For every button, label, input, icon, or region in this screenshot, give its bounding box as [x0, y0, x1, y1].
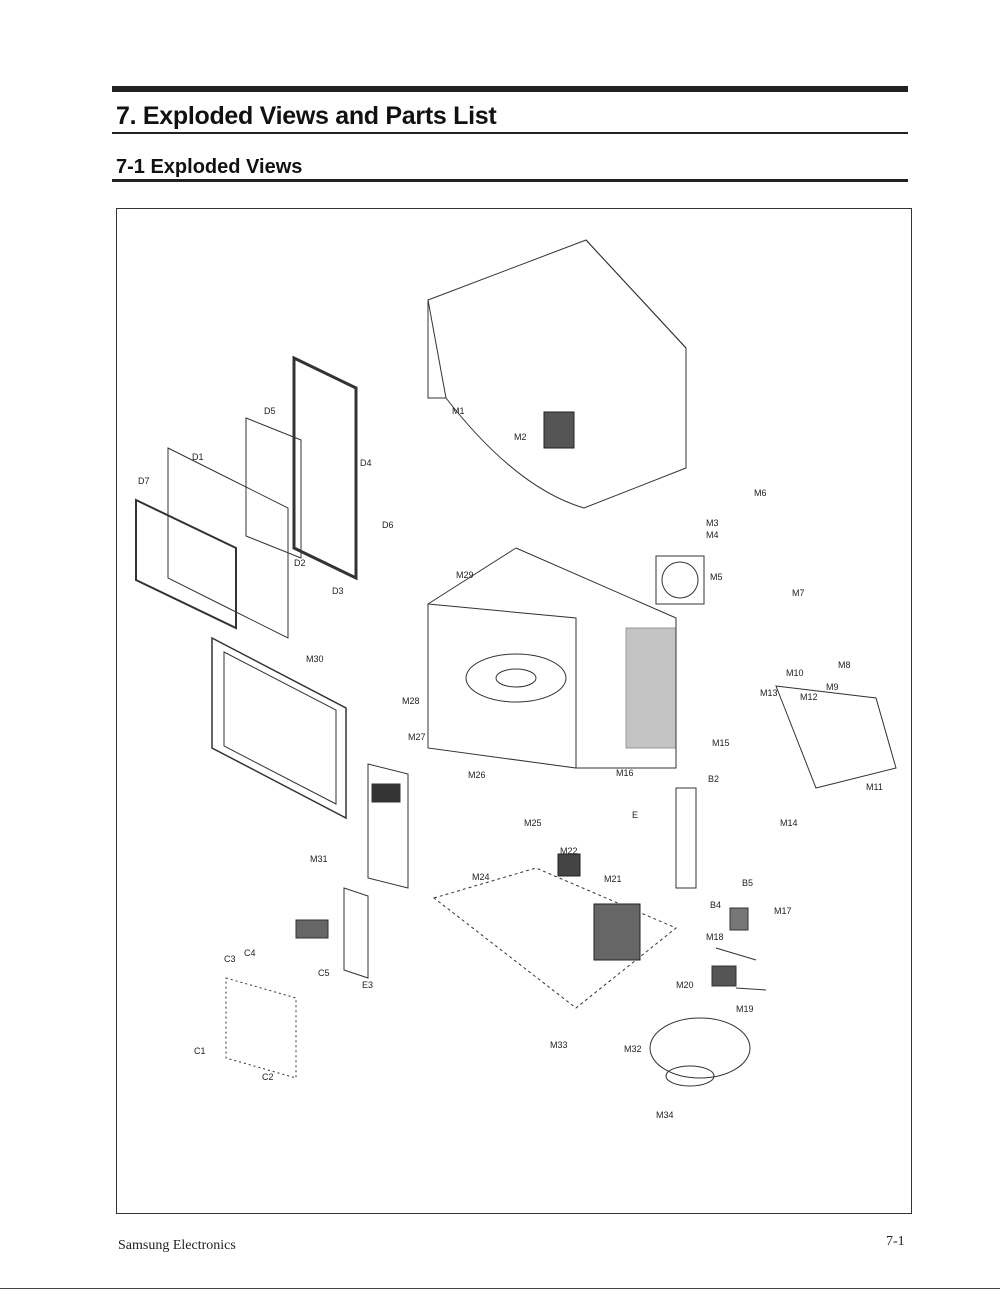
svg-text:B5: B5: [742, 878, 753, 888]
svg-text:M32: M32: [624, 1044, 642, 1054]
svg-text:M9: M9: [826, 682, 839, 692]
right-side-parts: [675, 685, 897, 991]
svg-text:M10: M10: [786, 668, 804, 678]
svg-text:M28: M28: [402, 696, 420, 706]
diagram-frame: [116, 208, 912, 1214]
svg-text:M2: M2: [514, 432, 527, 442]
part-labels: M1 M2 M3 M4 M5 M6 M7 M8 M9 M10 M11 M12 M…: [138, 406, 883, 1120]
svg-text:M16: M16: [616, 768, 634, 778]
svg-text:C1: C1: [194, 1046, 206, 1056]
svg-text:M8: M8: [838, 660, 851, 670]
svg-text:D5: D5: [264, 406, 276, 416]
svg-text:M29: M29: [456, 570, 474, 580]
svg-text:D6: D6: [382, 520, 394, 530]
svg-text:M3: M3: [706, 518, 719, 528]
svg-text:M15: M15: [712, 738, 730, 748]
svg-text:M25: M25: [524, 818, 542, 828]
bottom-rule: [0, 1288, 1000, 1289]
turntable: [649, 1017, 751, 1087]
svg-text:M6: M6: [754, 488, 767, 498]
svg-text:M21: M21: [604, 874, 622, 884]
svg-text:M1: M1: [452, 406, 465, 416]
svg-text:C2: C2: [262, 1072, 274, 1082]
svg-text:M7: M7: [792, 588, 805, 598]
svg-text:M33: M33: [550, 1040, 568, 1050]
control-panel: [225, 763, 409, 1079]
svg-text:M27: M27: [408, 732, 426, 742]
svg-text:E: E: [632, 810, 638, 820]
svg-text:M22: M22: [560, 846, 578, 856]
footer-company: Samsung Electronics: [118, 1238, 236, 1253]
vent-grille-m2: [543, 411, 575, 449]
oven-cavity: [427, 547, 677, 769]
svg-text:E3: E3: [362, 980, 373, 990]
svg-text:M5: M5: [710, 572, 723, 582]
svg-text:M30: M30: [306, 654, 324, 664]
footer-page-number: 7-1: [886, 1234, 905, 1249]
svg-text:C3: C3: [224, 954, 236, 964]
fan-motor: [655, 555, 705, 605]
door-assembly: [135, 355, 358, 820]
svg-text:M31: M31: [310, 854, 328, 864]
svg-text:C5: C5: [318, 968, 330, 978]
svg-text:M11: M11: [866, 782, 883, 792]
svg-text:M12: M12: [800, 692, 818, 702]
page-title: 7. Exploded Views and Parts List: [116, 102, 497, 130]
svg-text:D1: D1: [192, 452, 204, 462]
header-top-bar: [112, 86, 908, 92]
section-rule: [112, 179, 908, 182]
svg-text:B4: B4: [710, 900, 721, 910]
svg-text:M17: M17: [774, 906, 792, 916]
svg-text:M34: M34: [656, 1110, 674, 1120]
svg-text:C4: C4: [244, 948, 256, 958]
svg-text:M24: M24: [472, 872, 490, 882]
svg-text:M20: M20: [676, 980, 694, 990]
section-title: 7-1 Exploded Views: [116, 156, 303, 178]
svg-text:M4: M4: [706, 530, 719, 540]
svg-text:B2: B2: [708, 774, 719, 784]
svg-text:D2: D2: [294, 558, 306, 568]
svg-text:D7: D7: [138, 476, 150, 486]
svg-text:M14: M14: [780, 818, 798, 828]
svg-text:M18: M18: [706, 932, 724, 942]
svg-text:M19: M19: [736, 1004, 754, 1014]
exploded-view-diagram: M1 M2 M3 M4 M5 M6 M7 M8 M9 M10 M11 M12 M…: [135, 239, 897, 1120]
svg-text:M26: M26: [468, 770, 486, 780]
base-plate: [432, 853, 677, 1009]
svg-text:D3: D3: [332, 586, 344, 596]
svg-text:D4: D4: [360, 458, 372, 468]
title-rule: [112, 132, 908, 134]
outer-cabinet: [427, 239, 687, 509]
svg-text:M13: M13: [760, 688, 778, 698]
